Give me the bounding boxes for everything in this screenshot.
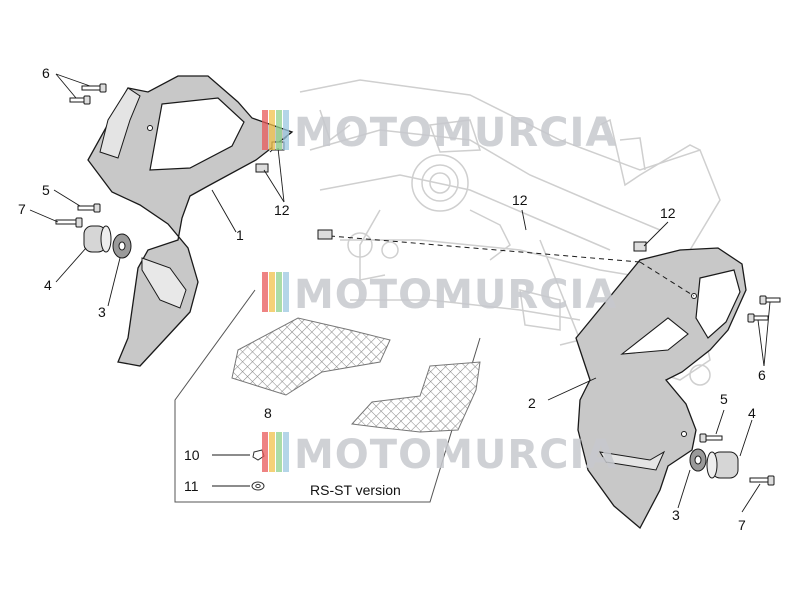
nut-part-11: [251, 481, 265, 491]
screw-7-left: [55, 217, 83, 228]
watermark-bottom-text: MOTOMURCIA: [294, 432, 617, 478]
washer-3-left: [112, 233, 132, 259]
mesh-left: [231, 317, 391, 396]
callout-12-right: 12: [660, 205, 676, 221]
grommet-12-right: [633, 241, 647, 252]
mesh-right: [350, 361, 481, 433]
callout-11: 11: [184, 478, 199, 494]
callout-4-right: 4: [748, 405, 756, 421]
spacer-4-right: [706, 451, 739, 479]
screw-5-right: [699, 433, 723, 443]
callout-4-left: 4: [44, 277, 52, 293]
callout-2: 2: [528, 395, 536, 411]
callout-6-left: 6: [42, 65, 50, 81]
watermark-top: MOTOMURCIA: [262, 110, 617, 156]
screw-6b: [69, 95, 91, 105]
callout-8: 8: [264, 405, 272, 421]
watermark-top-text: MOTOMURCIA: [294, 110, 617, 156]
screw-6d: [747, 313, 769, 323]
grommet-12-mid: [317, 229, 333, 240]
callout-5-right: 5: [720, 391, 728, 407]
screw-6c: [759, 295, 781, 305]
callout-leaders: [29, 73, 771, 513]
left-fairing: [87, 75, 294, 367]
screw-5-left: [77, 203, 101, 213]
callout-10: 10: [184, 447, 200, 463]
kit-outline: [174, 289, 481, 503]
hardware-right: [317, 229, 781, 486]
right-fairing: [575, 247, 747, 530]
screw-6a: [81, 83, 107, 93]
callout-3-left: 3: [98, 304, 106, 320]
rs-st-version-label: RS-ST version: [310, 482, 401, 498]
callouts: 6 5 7 4 3 1 12 12 12 6 2 5 4 3 7 8 10 11…: [18, 65, 766, 533]
spacer-4-left: [83, 225, 112, 253]
callout-7-right: 7: [738, 517, 746, 533]
callout-6-right: 6: [758, 367, 766, 383]
callout-3-right: 3: [672, 507, 680, 523]
rs-st-kit: [174, 289, 481, 503]
watermark-middle-text: MOTOMURCIA: [294, 272, 617, 318]
watermark-bottom: MOTOMURCIA: [262, 432, 617, 478]
frame-background: [299, 79, 721, 386]
watermark-middle: MOTOMURCIA: [262, 272, 617, 318]
callout-5-left: 5: [42, 182, 50, 198]
callout-12-mid: 12: [512, 192, 528, 208]
callout-7-left: 7: [18, 201, 26, 217]
callout-1: 1: [236, 227, 244, 243]
screw-7-right: [749, 475, 775, 486]
clip-part-10: [252, 449, 265, 461]
washer-3-right: [689, 448, 707, 472]
callout-12-top: 12: [274, 202, 290, 218]
hardware-left: [55, 83, 285, 259]
